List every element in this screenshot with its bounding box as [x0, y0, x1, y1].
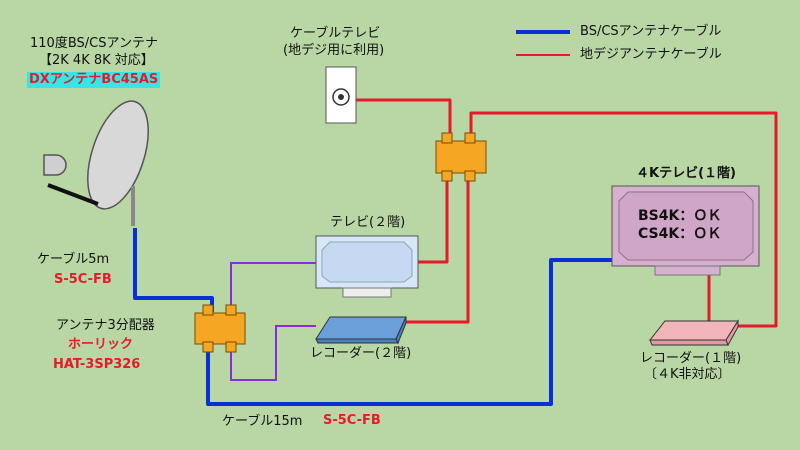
legend-bs-cs-label: BS/CSアンテナケーブル: [580, 24, 722, 39]
lnb: [43, 154, 67, 176]
cable-5m-type: S-5C-FB: [54, 272, 112, 287]
cable-5m-label: ケーブル5m: [37, 252, 110, 267]
antenna-model: DXアンテナBC45AS: [27, 72, 161, 88]
cable-splitter-to-recorder: [405, 178, 470, 324]
legend-terrestrial-label: 地デジアンテナケーブル: [580, 47, 722, 62]
recorder-1f: [648, 319, 739, 347]
dish-reflector: [87, 100, 149, 210]
tv-4k-cs4k: CS4K：ＯＫ: [638, 226, 722, 242]
recorder-2f-title: レコーダー(２階): [310, 346, 412, 361]
cable-splitter-to-tv2f: [418, 178, 449, 264]
tv-4k-bs4k: BS4K：ＯＫ: [638, 208, 722, 224]
cable-tv-title: ケーブルテレビ: [290, 26, 381, 41]
cable-wall-to-splitter: [352, 98, 452, 135]
recorder-2f: [315, 316, 407, 345]
antenna-spec: 【2K 4K 8K 対応】: [39, 53, 154, 68]
splitter-output-cables: [230, 262, 316, 381]
splitter-model: HAT-3SP326: [53, 357, 141, 372]
dish-antenna: [43, 100, 149, 226]
antenna-title: 110度BS/CSアンテナ: [30, 36, 158, 51]
cable-splitter-to-recorder2f-purple: [230, 325, 316, 381]
recorder-1f-title: レコーダー(１階): [640, 351, 742, 366]
tv-2f-title: テレビ(２階): [330, 215, 406, 230]
cable-15m-type: S-5C-FB: [323, 413, 381, 428]
cable-antenna-to-splitter: [133, 228, 214, 312]
terrestrial-cables: [352, 98, 778, 328]
cable-splitter-to-recorder1f: [469, 111, 778, 328]
cable-15m-label: ケーブル15m: [222, 414, 303, 429]
upper-splitter: [435, 132, 487, 182]
three-way-splitter: [194, 304, 246, 353]
recorder-1f-note: 〔４K非対応〕: [644, 367, 731, 382]
cable-tv-note: (地デジ用に利用): [283, 43, 385, 58]
cable-splitter-to-4k-tv: [206, 258, 612, 406]
dish-arm: [47, 183, 99, 206]
splitter-title: アンテナ3分配器: [56, 318, 155, 333]
cable-splitter-to-tv2f-purple: [230, 262, 316, 312]
tv-4k-title: ４Kテレビ(１階): [636, 166, 736, 181]
tv-4k: [611, 185, 760, 276]
splitter-maker: ホーリック: [68, 337, 134, 352]
tv-2f: [315, 235, 419, 298]
wall-outlet: [325, 66, 357, 124]
